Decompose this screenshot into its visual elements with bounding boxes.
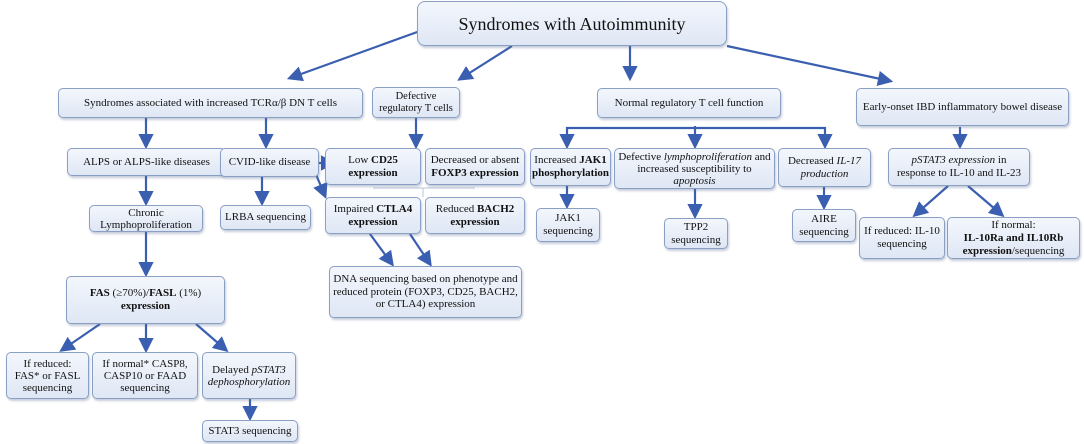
lympho-apoptosis-box: Defective lymphoproliferation and increa… bbox=[614, 148, 775, 189]
category-dn-t-cells: Syndromes associated with increased TCRα… bbox=[58, 88, 363, 118]
category-early-onset-ibd: Early-onset IBD inflammatory bowel disea… bbox=[856, 88, 1069, 126]
tpp2-seq-box: TPP2 sequencing bbox=[664, 218, 728, 249]
ibd-if-reduced-box: If reduced: IL-10 sequencing bbox=[859, 217, 945, 259]
ctla4-box: Impaired CTLA4 expression bbox=[325, 197, 421, 234]
flow-arrows bbox=[59, 29, 1005, 422]
jak1-seq-box: JAK1 sequencing bbox=[536, 208, 600, 242]
if-reduced-fas-box: If reduced: FAS* or FASL sequencing bbox=[6, 352, 89, 399]
low-cd25-box: Low CD25 expression bbox=[325, 148, 421, 185]
stat3-seq-box: STAT3 sequencing bbox=[202, 420, 298, 442]
cvid-box: CVID-like disease bbox=[220, 148, 319, 177]
fas-expression-text: FAS (≥70%)/FASL (1%) expression bbox=[89, 287, 202, 312]
pstat3-expression-box: pSTAT3 expression in response to IL-10 a… bbox=[888, 148, 1030, 186]
jak1-phospho-box: Increased JAK1 phosphorylation bbox=[530, 148, 611, 186]
split-connector-normal bbox=[565, 126, 827, 143]
dna-sequencing-box: DNA sequencing based on phenotype and re… bbox=[329, 266, 522, 318]
bach2-box: Reduced BACH2 expression bbox=[425, 197, 525, 234]
grid-connectors bbox=[373, 187, 475, 197]
il17-box: Decreased IL-17 production bbox=[778, 148, 871, 187]
category-normal-treg: Normal regulatory T cell function bbox=[597, 88, 781, 118]
if-normal-casp-box: If normal* CASP8, CASP10 or FAAD sequenc… bbox=[92, 352, 198, 399]
title-box: Syndromes with Autoimmunity bbox=[417, 1, 727, 46]
chronic-lympho-box: Chronic Lymphoproliferation bbox=[89, 205, 203, 232]
alps-box: ALPS or ALPS-like diseases bbox=[67, 148, 226, 176]
category-defective-treg: Defective regulatory T cells bbox=[372, 87, 460, 118]
fas-expression-box: FAS (≥70%)/FASL (1%) expression bbox=[66, 276, 225, 324]
diagram-title: Syndromes with Autoimmunity bbox=[458, 13, 686, 34]
foxp3-box: Decreased or absent FOXP3 expression bbox=[425, 148, 525, 185]
delayed-pstat3-box: Delayed pSTAT3 dephosphorylation bbox=[202, 352, 296, 399]
aire-seq-box: AIRE sequencing bbox=[792, 209, 856, 242]
lrba-box: LRBA sequencing bbox=[220, 205, 311, 230]
ibd-if-normal-box: If normal:IL-10Ra and IL10Rb expression/… bbox=[947, 217, 1080, 259]
